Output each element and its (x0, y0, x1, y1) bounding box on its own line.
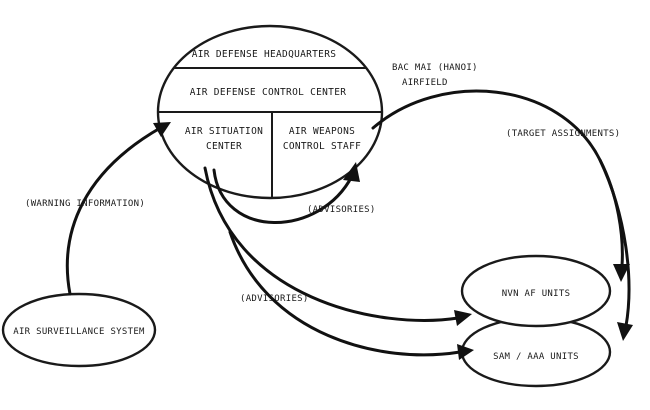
advisories-lower-flow (203, 166, 474, 360)
advisories-to-nvn-line (203, 166, 460, 322)
target-to-nvn-arrowhead (613, 264, 630, 282)
sam-aaa-units-node: SAM / AAA UNITS (460, 316, 612, 388)
advisories-to-sam-arrowhead (457, 344, 474, 360)
advisories-upper-flow-arrowhead (343, 162, 360, 182)
advisories-upper-flow (212, 162, 360, 224)
warning-flow-label: (WARNING INFORMATION) (25, 199, 145, 209)
warning-flow (65, 122, 171, 296)
advisories-lower-label: (ADVISORIES) (240, 294, 309, 304)
advisories-to-sam-line (228, 230, 462, 357)
sam-aaa-units-label: SAM / AAA UNITS (493, 352, 579, 362)
surveillance-label: AIR SURVEILLANCE SYSTEM (13, 327, 145, 337)
target-assignments-label: (TARGET ASSIGNMENTS) (506, 129, 620, 139)
advisories-to-nvn-arrowhead (454, 310, 472, 326)
advisories-upper-flow-line (212, 168, 354, 224)
warning-flow-arrowhead (153, 122, 171, 137)
headquarters-node: AIR DEFENSE HEADQUARTERS AIR DEFENSE CON… (156, 24, 384, 200)
target-to-nvn-line (371, 89, 624, 268)
air-situation-label-line2: CENTER (206, 141, 242, 152)
air-weapons-label-line2: CONTROL STAFF (283, 141, 361, 152)
air-situation-label-line1: AIR SITUATION (185, 126, 263, 137)
surveillance-oval (1, 292, 157, 368)
target-to-sam-arrowhead (617, 322, 633, 341)
target-to-sam-line (598, 158, 631, 328)
airfield-label-line2: AIRFIELD (402, 78, 448, 88)
nvn-af-units-oval (460, 254, 612, 328)
headquarters-title: AIR DEFENSE HEADQUARTERS (192, 49, 336, 60)
air-weapons-label-line1: AIR WEAPONS (289, 126, 355, 137)
target-assignments-flow (371, 89, 633, 341)
nvn-af-units-label: NVN AF UNITS (502, 289, 571, 299)
surveillance-node: AIR SURVEILLANCE SYSTEM (1, 292, 157, 368)
control-center-label: AIR DEFENSE CONTROL CENTER (190, 87, 347, 98)
warning-flow-line (65, 125, 164, 296)
airfield-label-line1: BAC MAI (HANOI) (392, 63, 478, 73)
nvn-af-units-node: NVN AF UNITS (460, 254, 612, 328)
advisories-upper-label: (ADVISORIES) (307, 205, 376, 215)
